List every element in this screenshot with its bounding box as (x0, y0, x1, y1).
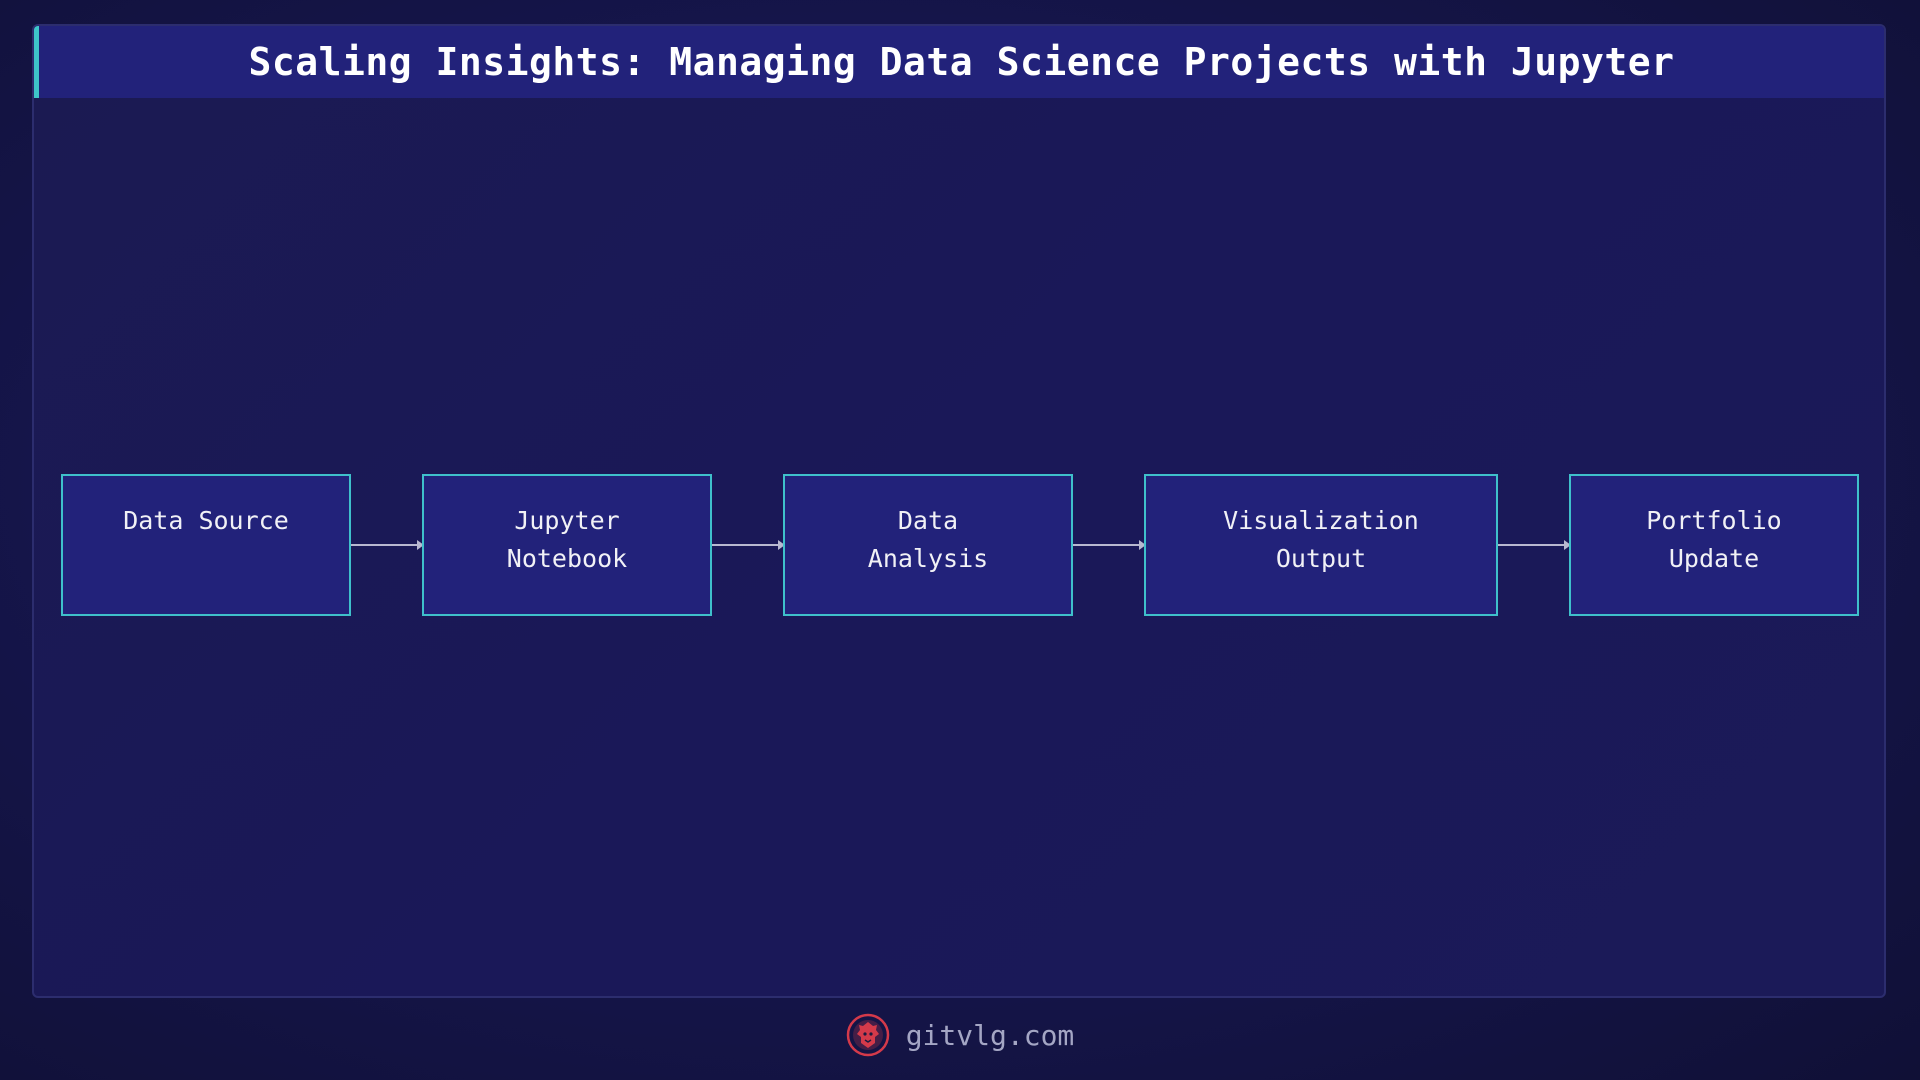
page-title: Scaling Insights: Managing Data Science … (248, 40, 1675, 84)
footer-site-link[interactable]: gitvlg.com (905, 1018, 1075, 1052)
title-bar: Scaling Insights: Managing Data Science … (34, 26, 1884, 98)
arrow-data-source-to-jupyter-notebook (351, 540, 424, 550)
node-label: Jupyter Notebook (506, 506, 628, 573)
node-label: Data Source (123, 506, 289, 535)
node-visualization-output: Visualization Output (1144, 474, 1498, 616)
arrow-visualization-output-to-portfolio-update (1498, 540, 1571, 550)
node-jupyter-notebook: Jupyter Notebook (422, 474, 712, 616)
node-label: Data Analysis (867, 506, 989, 573)
node-data-source: Data Source (61, 474, 351, 616)
node-label: Visualization Output (1223, 506, 1419, 573)
node-label: Portfolio Update (1646, 506, 1782, 573)
arrow-jupyter-notebook-to-data-analysis (712, 540, 785, 550)
node-portfolio-update: Portfolio Update (1569, 474, 1859, 616)
arrow-data-analysis-to-visualization-output (1073, 540, 1146, 550)
node-data-analysis: Data Analysis (783, 474, 1073, 616)
lion-logo-icon (846, 1013, 889, 1057)
footer: gitvlg.com (0, 1010, 1920, 1060)
